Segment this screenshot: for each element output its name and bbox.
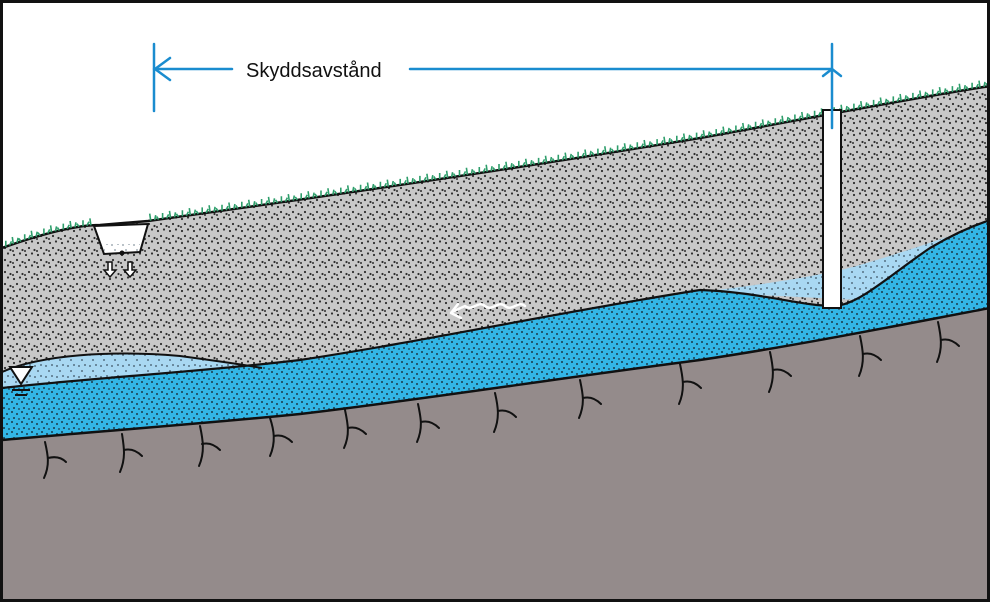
distance-label: Skyddsavstånd [246, 60, 382, 82]
aquifer-bottom-line [2, 307, 988, 442]
bedrock-fractures [43, 321, 960, 479]
arrowhead-left-icon [152, 56, 172, 82]
grass-blades [2, 80, 988, 248]
grass-strip [2, 80, 988, 248]
aquifer-top-line [2, 219, 988, 390]
aquifer-layer-texture [2, 220, 988, 440]
well [822, 109, 842, 309]
protection-distance-indicator [152, 42, 843, 130]
groundwater-table-line-left [2, 352, 263, 373]
arrowhead-right-icon [821, 67, 843, 78]
bedrock-layer [2, 308, 988, 600]
contaminant-flow-arrow-icon [449, 302, 527, 320]
water-table-triangle-icon [8, 366, 34, 396]
infiltration-bed-icon [92, 222, 150, 279]
